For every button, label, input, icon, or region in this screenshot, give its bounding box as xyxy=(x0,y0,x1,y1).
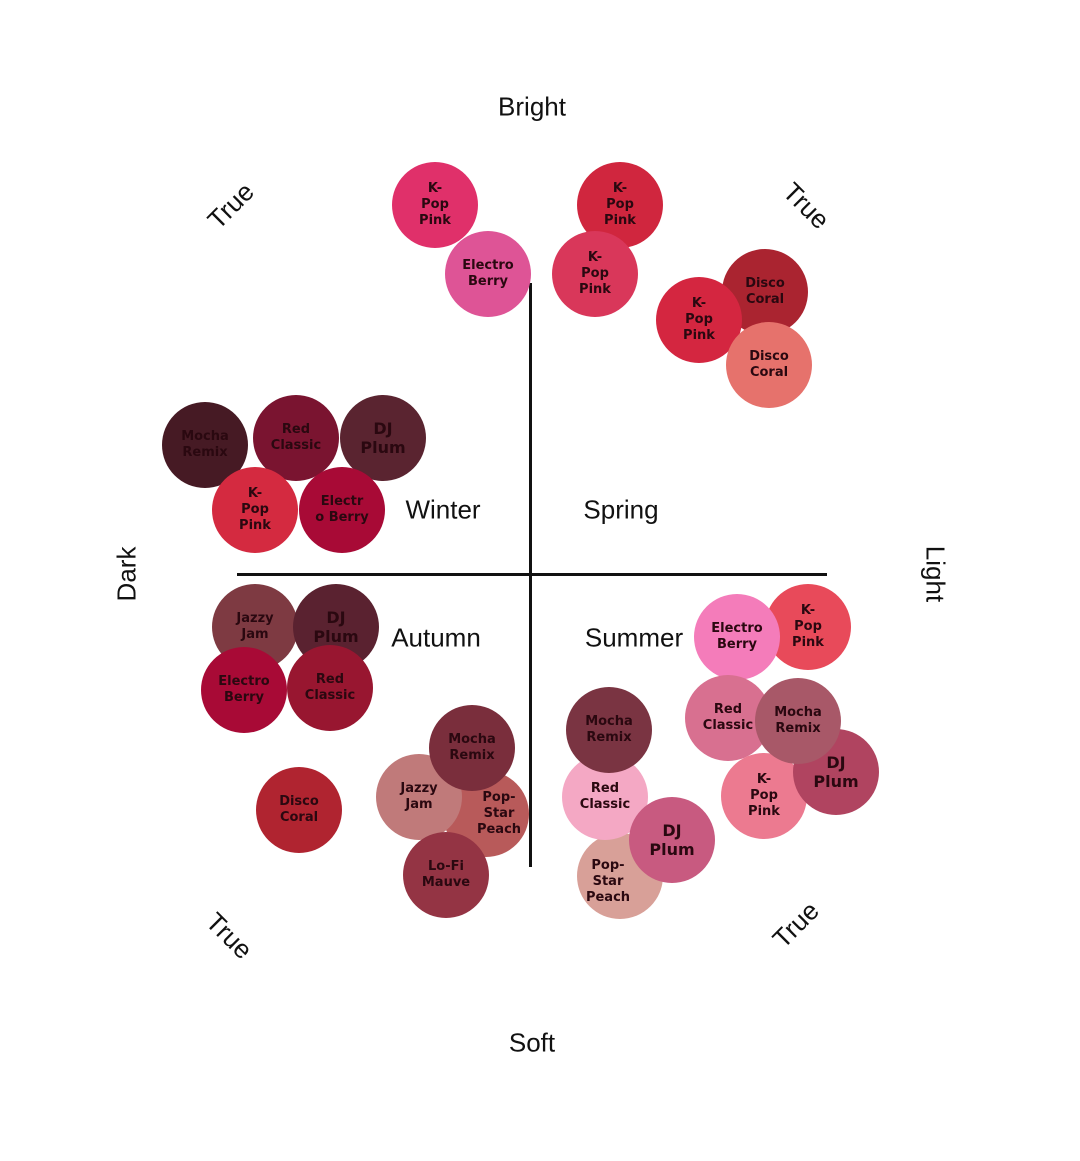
swatch-label: Jazzy Jam xyxy=(236,611,274,642)
swatch-label: Mocha Remix xyxy=(774,705,822,736)
lipstick-swatch: Electr o Berry xyxy=(299,467,385,553)
lipstick-swatch: K- Pop Pink xyxy=(212,467,298,553)
swatch-label: K- Pop Pink xyxy=(792,603,824,650)
swatch-label: Red Classic xyxy=(270,422,322,453)
lipstick-swatch: Mocha Remix xyxy=(566,687,652,773)
lipstick-swatch: Mocha Remix xyxy=(429,705,515,791)
corner-label-top-right: True xyxy=(777,176,836,235)
axis-label-soft: Soft xyxy=(508,1027,556,1058)
swatch-label: Red Classic xyxy=(304,672,356,703)
swatch-label: Electr o Berry xyxy=(315,494,369,525)
lipstick-swatch: K- Pop Pink xyxy=(392,162,478,248)
swatch-label: DJ Plum xyxy=(649,821,695,859)
corner-label-bottom-left: True xyxy=(200,906,259,965)
lipstick-swatch: Lo-Fi Mauve xyxy=(403,832,489,918)
lipstick-swatch: Disco Coral xyxy=(726,322,812,408)
lipstick-swatch: K- Pop Pink xyxy=(765,584,851,670)
axis-label-light: Light xyxy=(920,545,951,603)
swatch-label: Red Classic xyxy=(702,702,754,733)
horizontal-axis-line xyxy=(237,573,827,576)
swatch-label: DJ Plum xyxy=(313,608,359,646)
season-label-autumn: Autumn xyxy=(391,622,481,653)
swatch-label: Mocha Remix xyxy=(448,732,496,763)
swatch-label: K- Pop Pink xyxy=(419,181,451,228)
swatch-label: Lo-Fi Mauve xyxy=(421,859,471,890)
lipstick-swatch: Disco Coral xyxy=(722,249,808,335)
swatch-label: Jazzy Jam xyxy=(400,781,438,812)
lipstick-swatch: Disco Coral xyxy=(256,767,342,853)
swatch-label: Electro Berry xyxy=(711,621,763,652)
swatch-label: Electro Berry xyxy=(218,674,270,705)
lipstick-swatch: Electro Berry xyxy=(201,647,287,733)
lipstick-swatch: DJ Plum xyxy=(340,395,426,481)
lipstick-swatch: Red Classic xyxy=(287,645,373,731)
season-label-summer: Summer xyxy=(584,622,684,653)
season-label-winter: Winter xyxy=(405,494,481,525)
lipstick-swatch: K- Pop Pink xyxy=(656,277,742,363)
lipstick-swatch: DJ Plum xyxy=(629,797,715,883)
swatch-label: K- Pop Pink xyxy=(604,181,636,228)
lipstick-swatch: Mocha Remix xyxy=(755,678,841,764)
swatch-label: K- Pop Pink xyxy=(579,250,611,297)
swatch-label: Red Classic xyxy=(579,781,631,812)
swatch-label: Disco Coral xyxy=(279,794,319,825)
lipstick-swatch: K- Pop Pink xyxy=(552,231,638,317)
corner-label-top-left: True xyxy=(201,176,260,235)
swatch-label: Pop- Star Peach xyxy=(585,858,631,905)
lipstick-swatch: Mocha Remix xyxy=(162,402,248,488)
swatch-label: K- Pop Pink xyxy=(239,486,271,533)
lipstick-swatch: Pop- Star Peach xyxy=(577,833,663,919)
corner-label-bottom-right: True xyxy=(766,895,825,954)
lipstick-swatch: Electro Berry xyxy=(694,594,780,680)
season-label-spring: Spring xyxy=(583,494,659,525)
swatch-label: K- Pop Pink xyxy=(683,296,715,343)
axis-label-bright: Bright xyxy=(498,91,566,122)
swatch-label: DJ Plum xyxy=(360,419,406,457)
swatch-label: Pop- Star Peach xyxy=(476,790,522,837)
swatch-label: Disco Coral xyxy=(745,276,785,307)
lipstick-swatch: Electro Berry xyxy=(445,231,531,317)
swatch-label: Disco Coral xyxy=(749,349,789,380)
swatch-label: K- Pop Pink xyxy=(748,772,780,819)
swatch-label: Mocha Remix xyxy=(585,714,633,745)
axis-label-dark: Dark xyxy=(111,546,142,602)
swatch-label: Mocha Remix xyxy=(181,429,229,460)
swatch-label: Electro Berry xyxy=(462,258,514,289)
lipstick-swatch: K- Pop Pink xyxy=(721,753,807,839)
lipstick-swatch: Red Classic xyxy=(253,395,339,481)
swatch-label: DJ Plum xyxy=(813,753,859,791)
